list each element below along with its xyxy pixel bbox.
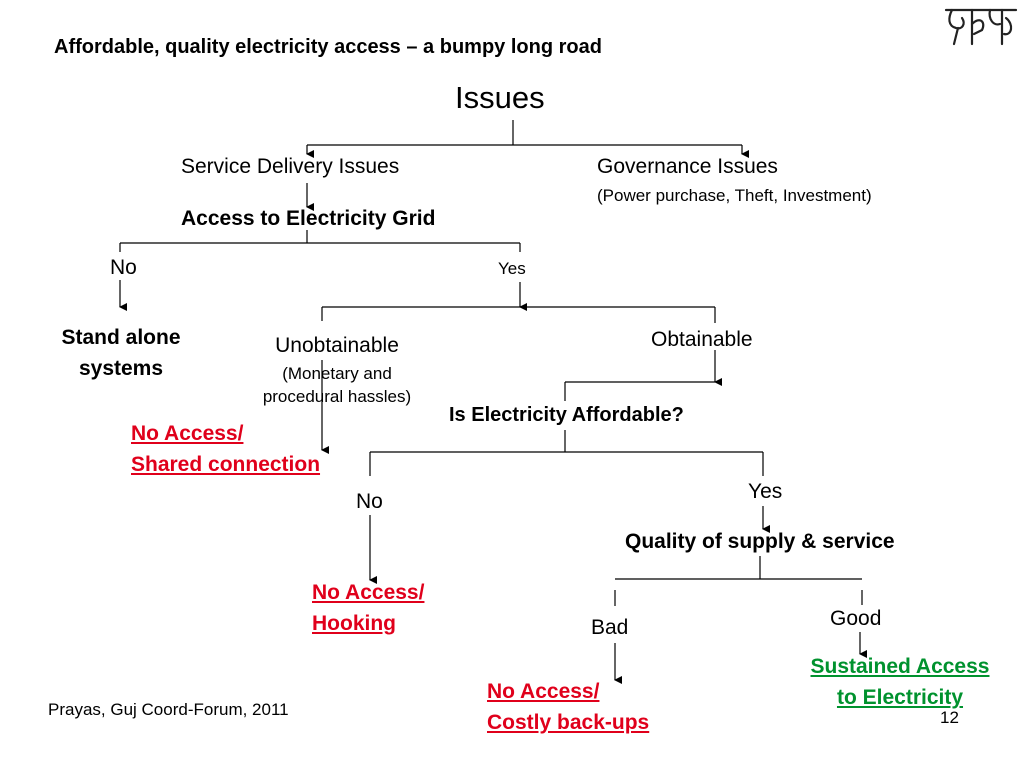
- node-unobtainable-note-line2: procedural hassles): [262, 387, 412, 406]
- label-bad: Bad: [591, 616, 629, 639]
- node-quality: Quality of supply & service: [625, 530, 895, 553]
- node-unobtainable: Unobtainable: [275, 334, 399, 357]
- node-issues: Issues: [455, 80, 545, 115]
- prayas-logo-mark: [944, 8, 1018, 46]
- node-governance-note: (Power purchase, Theft, Investment): [597, 186, 872, 205]
- node-governance: Governance Issues: [597, 155, 778, 178]
- outcome-no-access-costly-line1: No Access/: [487, 680, 600, 703]
- label-good: Good: [830, 607, 882, 630]
- node-stand-alone-line2: systems: [78, 357, 164, 380]
- node-service-delivery: Service Delivery Issues: [181, 155, 400, 178]
- outcome-sustained-line1: Sustained Access: [810, 655, 990, 678]
- page-number: 12: [940, 708, 959, 727]
- outcome-no-access-shared-line2: Shared connection: [131, 453, 321, 476]
- label-no-grid: No: [110, 256, 137, 279]
- node-access-grid: Access to Electricity Grid: [181, 207, 436, 230]
- outcome-no-access-shared-line1: No Access/: [131, 422, 244, 445]
- footer-source: Prayas, Guj Coord-Forum, 2011: [48, 700, 289, 719]
- label-yes-grid: Yes: [498, 259, 526, 278]
- label-yes-afford: Yes: [748, 480, 783, 503]
- outcome-sustained-line2: to Electricity: [836, 686, 964, 709]
- outcome-no-access-costly-line2: Costly back-ups: [487, 711, 650, 734]
- outcome-no-access-hooking-line2: Hooking: [312, 612, 396, 635]
- node-obtainable: Obtainable: [651, 328, 753, 351]
- prayas-logo: [944, 4, 1018, 53]
- node-unobtainable-note-line1: (Monetary and: [282, 364, 392, 383]
- node-affordable-question: Is Electricity Affordable?: [449, 404, 684, 426]
- outcome-no-access-hooking-line1: No Access/: [312, 581, 425, 604]
- node-stand-alone-line1: Stand alone: [61, 326, 181, 349]
- label-no-afford: No: [356, 490, 383, 513]
- slide-title: Affordable, quality electricity access –…: [54, 36, 602, 58]
